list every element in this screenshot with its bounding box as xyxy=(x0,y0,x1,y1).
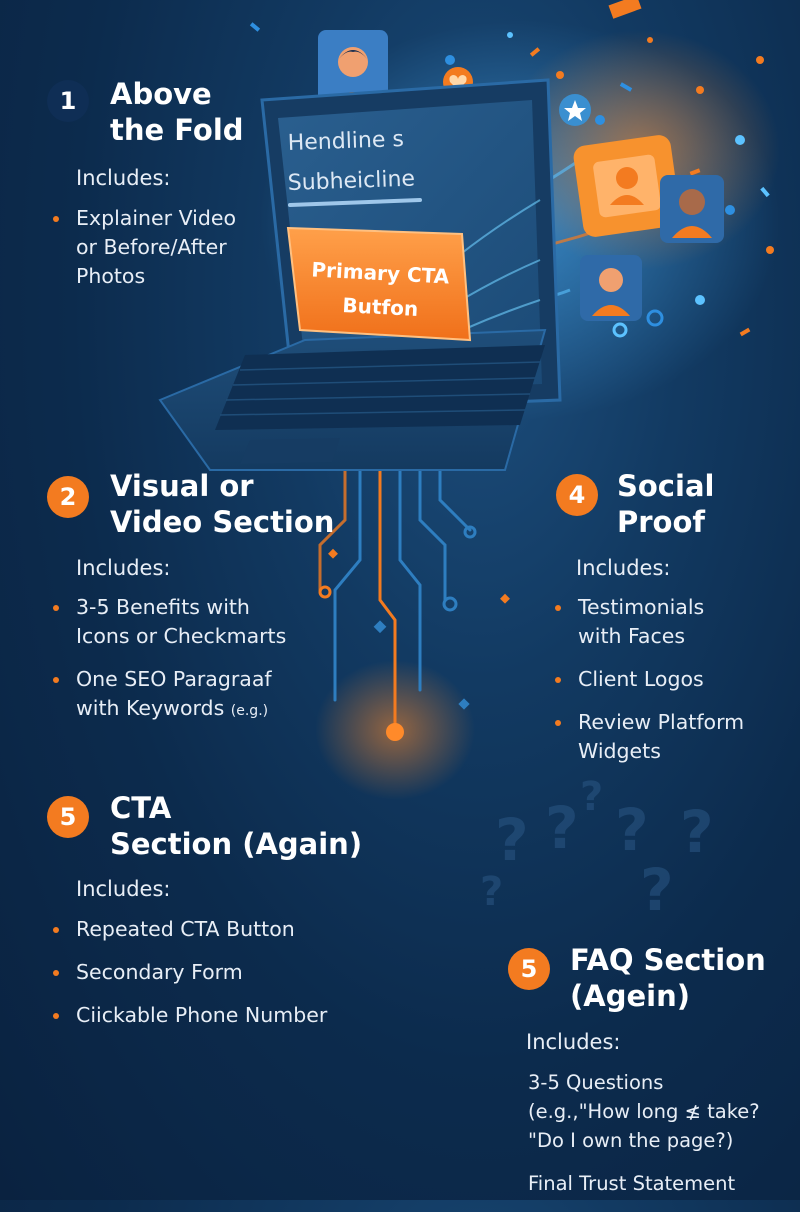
list-item: Final Trust Statement xyxy=(528,1172,736,1195)
section-item-list: Repeated CTA Button Secondary Form Ciick… xyxy=(52,915,327,1044)
question-mark-icon: ? xyxy=(545,794,579,862)
circuit-nodes xyxy=(318,525,510,741)
list-item: Ciickable Phone Number xyxy=(52,1001,327,1030)
list-item: 3-5 Benefits with Icons or Checkmarts xyxy=(52,593,286,651)
question-mark-icon: ? xyxy=(640,856,674,924)
avatar-card-orange xyxy=(573,135,681,237)
section-number-badge: 5 xyxy=(508,948,550,990)
question-mark-icon: ? xyxy=(480,869,503,915)
section-number-badge: 1 xyxy=(47,80,89,122)
section-number-badge: 4 xyxy=(556,474,598,516)
section-item-list: 3-5 Questions (e.g.,"How long ≰ take? "D… xyxy=(528,1068,760,1212)
question-mark-icon: ? xyxy=(580,774,603,820)
includes-label: Includes: xyxy=(76,166,171,190)
question-mark-icon: ? xyxy=(615,796,649,864)
list-item: Explainer Video or Before/After Photos xyxy=(52,204,236,291)
includes-label: Includes: xyxy=(576,556,671,580)
question-mark-icons: ? ? ? ? ? ? ? xyxy=(480,774,714,924)
section-number-badge: 5 xyxy=(47,796,89,838)
list-item: Testimonials with Faces xyxy=(554,593,744,651)
section-title: Social Proof xyxy=(617,469,715,539)
question-mark-icon: ? xyxy=(495,806,529,874)
screen-subheadline: Subheicline xyxy=(287,167,415,196)
avatar-card-right xyxy=(660,175,724,243)
star-icon xyxy=(559,94,591,126)
section-title: Visual or Video Section xyxy=(110,469,335,539)
question-mark-icon: ? xyxy=(680,798,714,866)
section-item-list: Explainer Video or Before/After Photos xyxy=(52,204,236,305)
list-item: Secondary Form xyxy=(52,958,327,987)
list-item: Review Platform Widgets xyxy=(554,708,744,766)
section-title: Above the Fold xyxy=(110,77,244,147)
list-item: 3-5 Questions (e.g.,"How long ≰ take? "D… xyxy=(528,1071,760,1152)
includes-label: Includes: xyxy=(526,1030,621,1054)
list-item: Client Logos xyxy=(554,665,744,694)
includes-label: Includes: xyxy=(76,556,171,580)
avatar-card-bottom xyxy=(580,255,642,321)
list-item: One SEO Paragraaf with Keywords (e.g.) xyxy=(52,665,286,726)
screen-headline: Hendline s xyxy=(287,127,404,156)
circuit-lines xyxy=(318,438,472,732)
section-title: FAQ Section (Agein) xyxy=(570,943,766,1013)
section-item-list: 3-5 Benefits with Icons or Checkmarts On… xyxy=(52,593,286,740)
section-item-list: Testimonials with Faces Client Logos Rev… xyxy=(554,593,744,780)
screen-cta-line-2: Butfon xyxy=(342,293,419,321)
list-item: Repeated CTA Button xyxy=(52,915,327,944)
section-title: CTA Section (Again) xyxy=(110,791,363,861)
section-number-badge: 2 xyxy=(47,476,89,518)
primary-cta-button-graphic xyxy=(286,226,472,342)
includes-label: Includes: xyxy=(76,877,171,901)
